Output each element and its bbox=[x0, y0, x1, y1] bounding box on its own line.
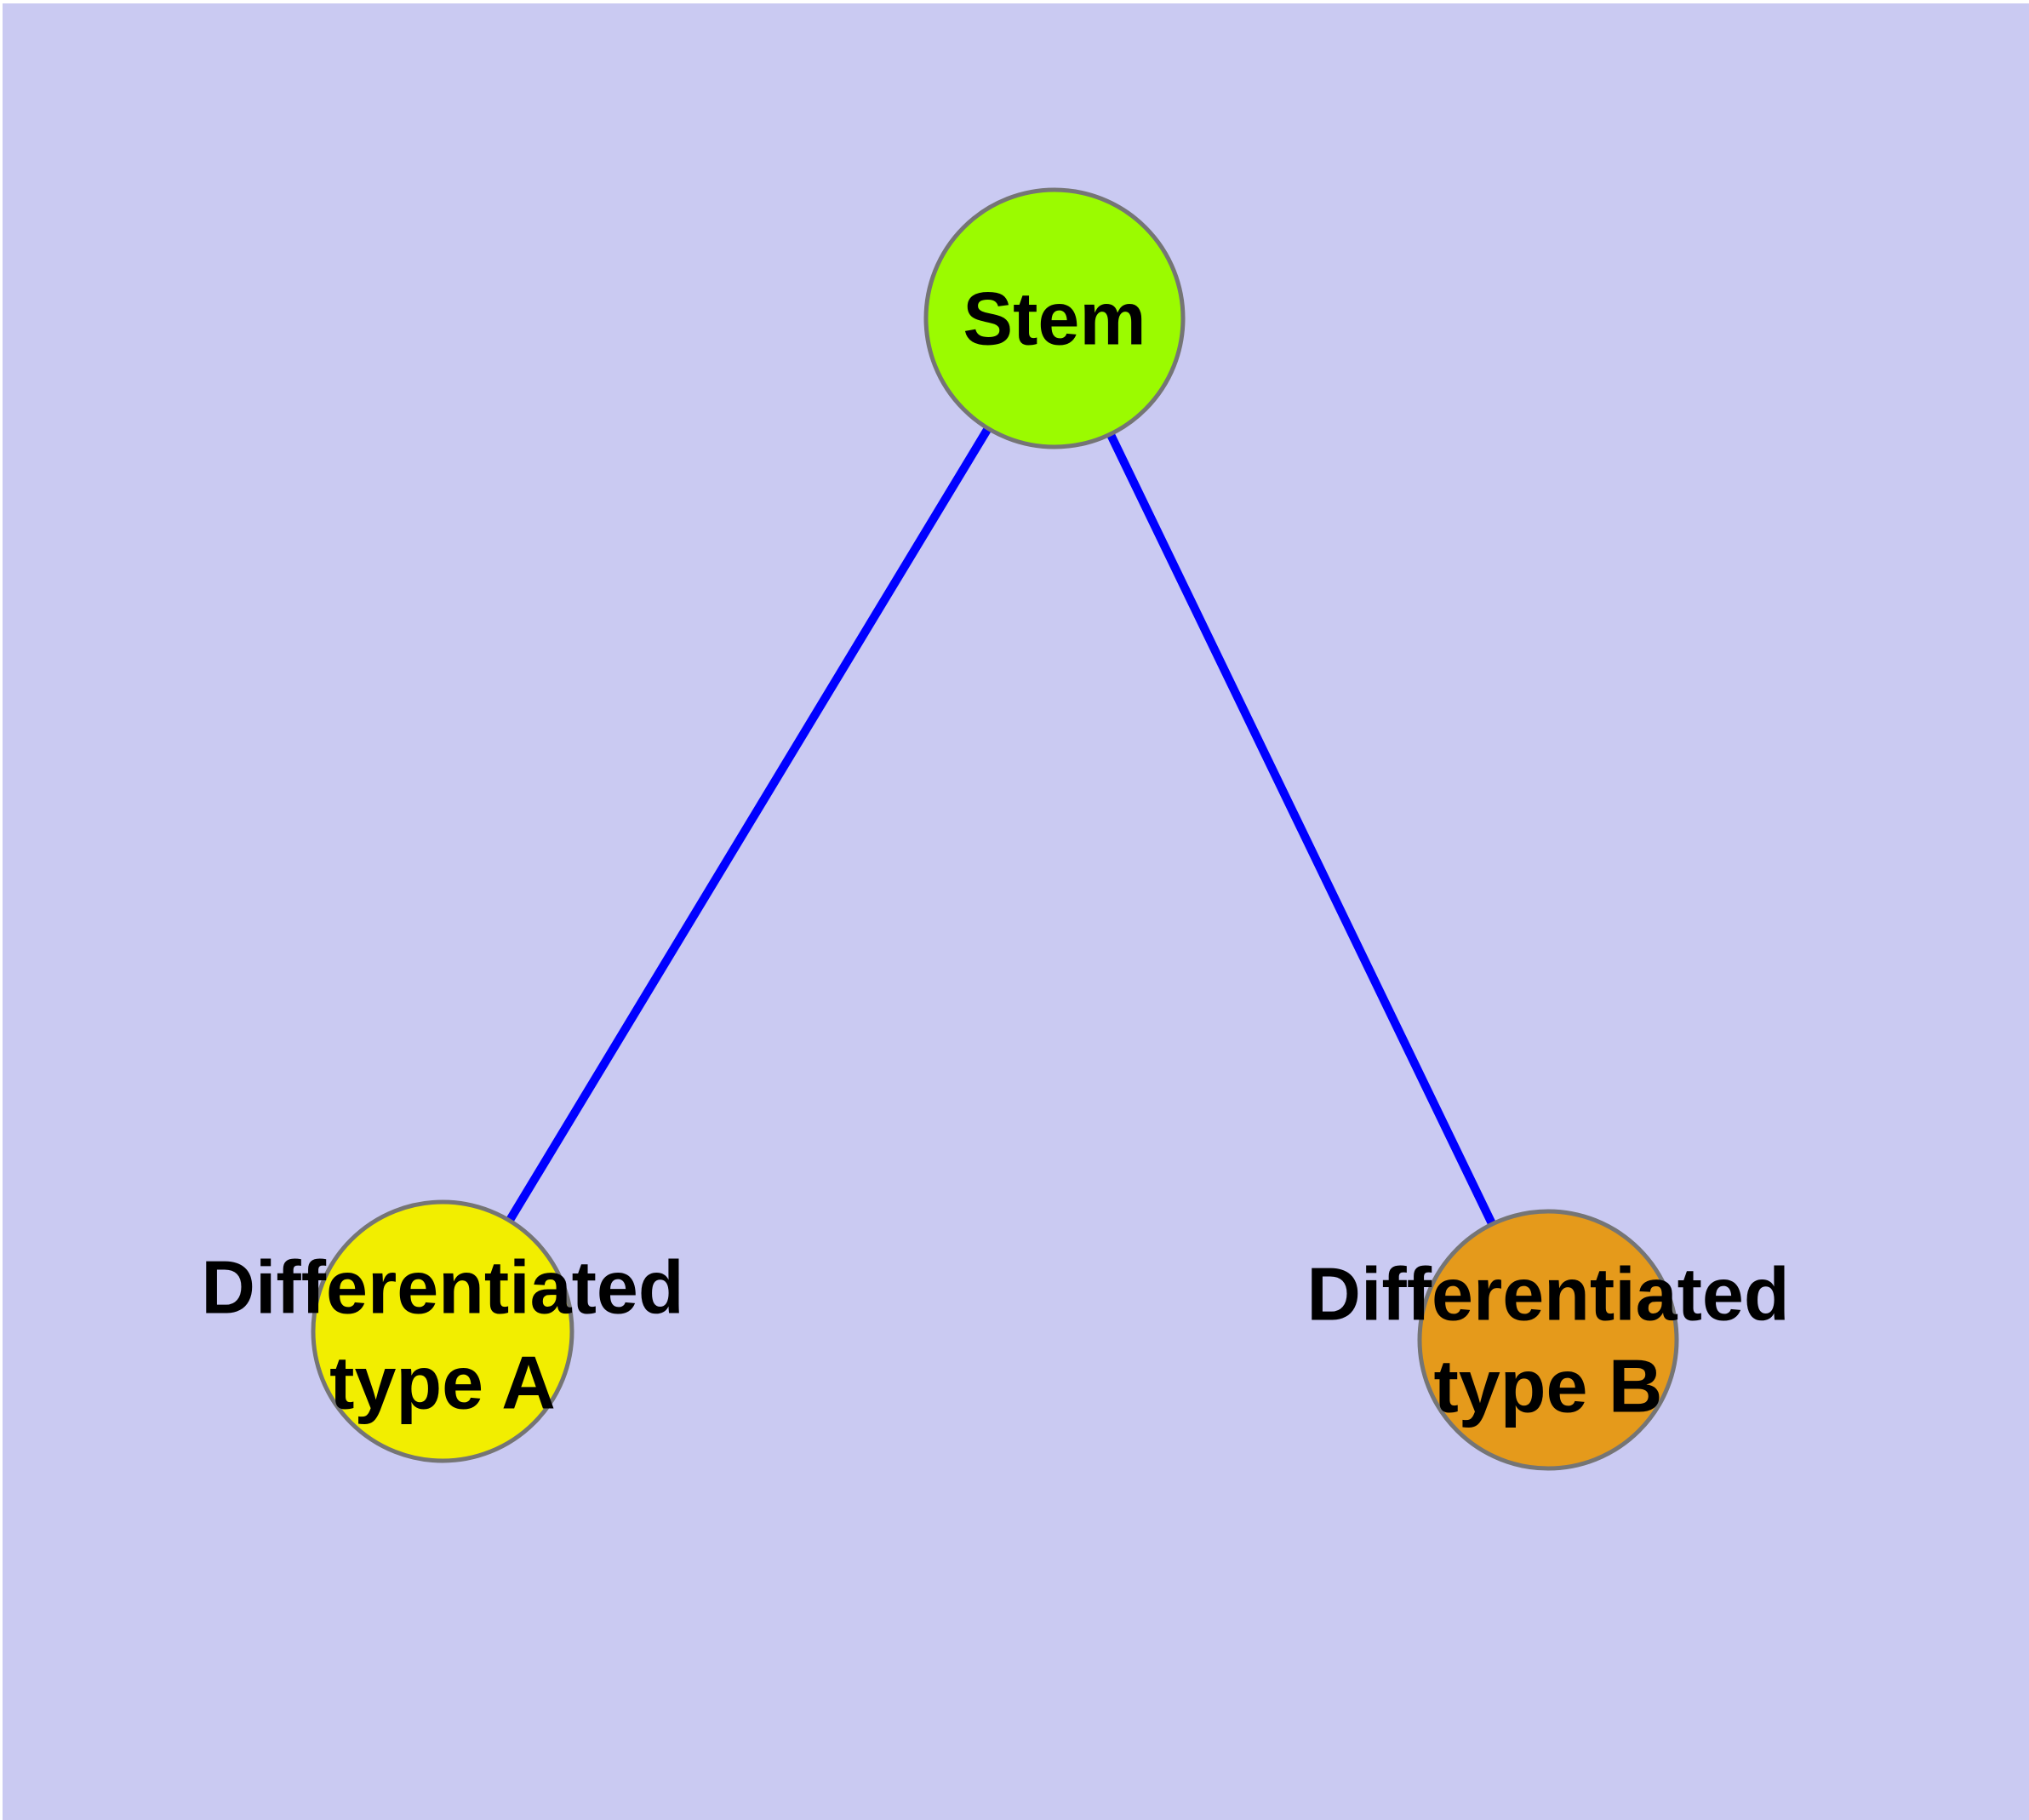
node-type-a-label-line2: type A bbox=[329, 1341, 556, 1425]
node-differentiated-type-b bbox=[1417, 1209, 1679, 1471]
edge-stem-to-type-a bbox=[438, 316, 1059, 1334]
edge-stem-to-type-b bbox=[1050, 316, 1552, 1342]
node-stem bbox=[923, 187, 1186, 449]
node-type-b-label-line2: type B bbox=[1434, 1344, 1663, 1428]
node-type-b-label-line1: Differentiated bbox=[1306, 1252, 1789, 1336]
node-stem-label: Stem bbox=[963, 277, 1146, 361]
node-type-a-label-line1: Differentiated bbox=[201, 1245, 683, 1330]
node-differentiated-type-a bbox=[311, 1199, 574, 1463]
